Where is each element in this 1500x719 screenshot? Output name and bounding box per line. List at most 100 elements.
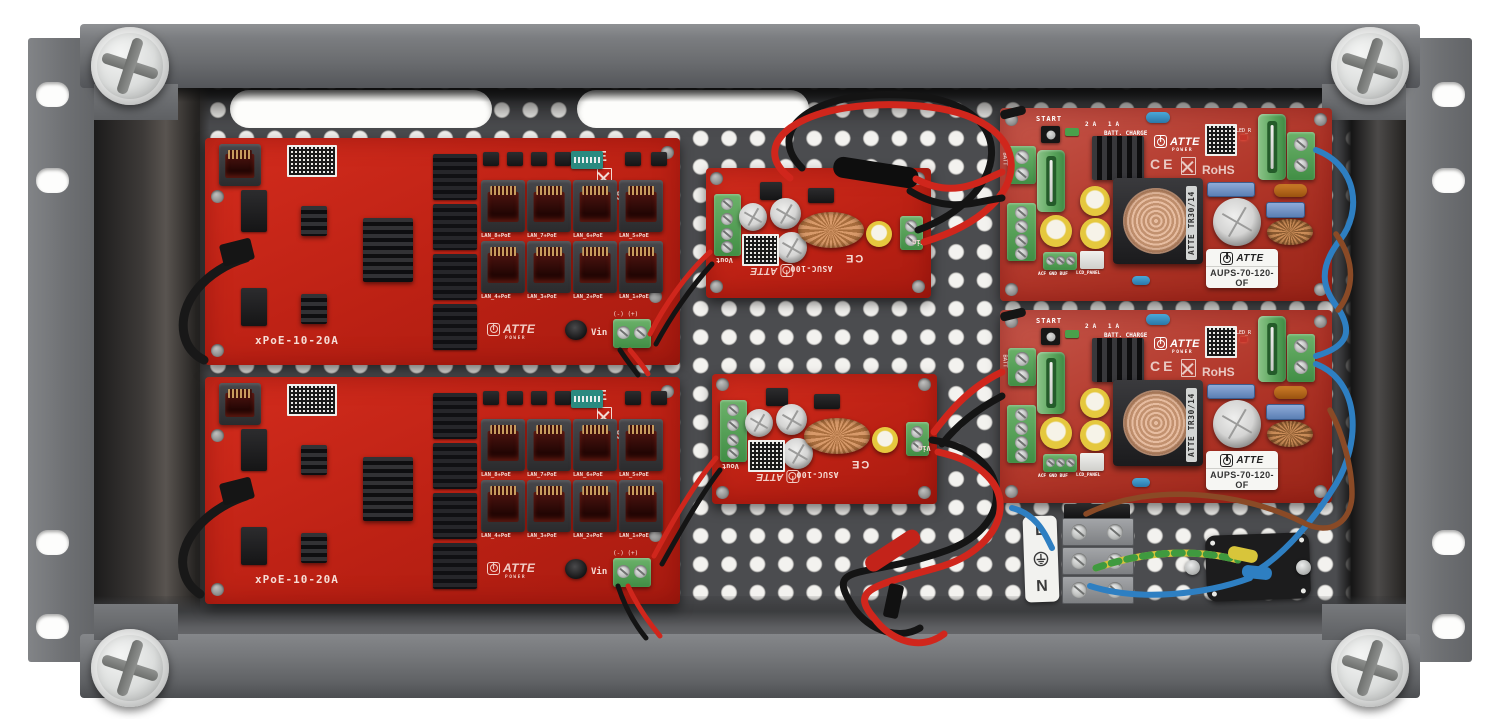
brand-wordmark: ATTE: [1236, 253, 1264, 264]
pcb-standoff: [912, 280, 925, 293]
power-icon: [487, 561, 500, 575]
pse-chip: [433, 254, 477, 300]
charge-label: BATT. CHARGE: [1104, 130, 1148, 137]
status-led: [1240, 135, 1247, 140]
lcd-panel-connector: [1080, 453, 1104, 471]
lan-magnetics: [651, 391, 667, 405]
brand-wordmark: ATTE: [503, 561, 536, 575]
plate-rivet: [1211, 591, 1218, 597]
main-heatsink: [363, 218, 413, 282]
lan-magnetics: [507, 152, 523, 166]
polarity-label: (-) (+): [613, 550, 639, 557]
terminal-screw: [1015, 150, 1029, 164]
terminal-cell-line: [1062, 518, 1134, 546]
rj45-port: [619, 419, 663, 471]
pcb-standoff: [1314, 315, 1327, 328]
main-heatsink: [363, 457, 413, 521]
terminal-screw: [1015, 234, 1028, 247]
ce-mark: CE: [1150, 358, 1176, 374]
mains-input-terminal: [1287, 334, 1315, 382]
mains-terminal-block: [1062, 504, 1134, 604]
lan-magnetics: [651, 152, 667, 166]
rj45-port: [573, 419, 617, 471]
board-model: xPoE-10-20A: [255, 334, 339, 347]
terminal-screw: [727, 434, 739, 446]
rack-ear-left: [28, 38, 98, 662]
mains-transformer: ATTE TR30/14: [1113, 380, 1203, 466]
fuse-holder: [1037, 150, 1065, 212]
brand-wordmark: ATTE: [750, 265, 778, 276]
qr-code: [748, 440, 785, 472]
terminal-screw: [1071, 524, 1087, 540]
qr-code: [1205, 124, 1237, 156]
film-capacitor-blue: [1207, 182, 1255, 197]
plate-rivet: [1210, 540, 1216, 546]
module-model: ASUC-100: [796, 470, 839, 479]
port-label: LAN_3+PoE: [527, 533, 557, 539]
port-label: LAN_7+PoE: [527, 472, 557, 478]
film-capacitor: [1080, 388, 1110, 418]
mains-transformer: ATTE TR30/14: [1113, 178, 1203, 264]
rj45-port: [481, 419, 525, 471]
brand-wordmark: ATTE: [756, 471, 784, 482]
port-label: LAN_1+PoE: [619, 294, 649, 300]
port-label: LAN_7+PoE: [527, 233, 557, 239]
film-capacitor-blue: [1207, 384, 1255, 399]
terminal-screw: [1015, 436, 1028, 449]
terminal-screw: [1294, 137, 1308, 151]
ic-chip: [241, 288, 267, 326]
ce-mark: CE: [1150, 156, 1176, 172]
cavity-wall-left: [94, 84, 210, 640]
terminal-screw: [1046, 256, 1055, 265]
lan-magnetics: [625, 391, 641, 405]
port-label: LAN_1+PoE: [619, 533, 649, 539]
thumbscrew-bottom-right: [1331, 629, 1409, 707]
acf-label: ACF GND BUF: [1038, 272, 1068, 277]
line-label: L: [1034, 521, 1046, 539]
terminal-screw: [727, 447, 739, 459]
port-label: LAN_5+PoE: [619, 233, 649, 239]
film-capacitor-blue: [1266, 202, 1305, 218]
power-icon: [786, 470, 800, 483]
power-icon: [1154, 337, 1167, 350]
ic-heatsink: [301, 294, 327, 324]
module-model: ASUC-100: [790, 264, 833, 273]
current-jumper: [1065, 330, 1079, 338]
terminal-screw: [617, 565, 630, 578]
pcb-standoff: [1005, 283, 1018, 296]
pcb-standoff: [918, 378, 931, 391]
rj45-port: [527, 241, 571, 293]
converter-ic: [808, 188, 834, 203]
terminal-screw: [1056, 256, 1065, 265]
smd-inductor: [766, 388, 788, 406]
terminal-cell-neutral: [1062, 576, 1134, 604]
output-terminal: [1007, 405, 1036, 463]
pcb-standoff: [1005, 485, 1018, 498]
brand-sub: POWER: [1172, 350, 1194, 355]
port-label: LAN_2+PoE: [573, 533, 603, 539]
toroid-inductor: [1267, 219, 1313, 245]
power-inductor: [565, 559, 587, 579]
rj45-port: [481, 241, 525, 293]
terminal-screw: [1015, 352, 1029, 366]
terminal-cell-earth: [1062, 547, 1134, 575]
pse-chip: [433, 154, 477, 200]
pse-chip: [433, 543, 477, 589]
thumbscrew-top-left: [91, 27, 169, 105]
terminal-screw: [1066, 458, 1075, 467]
ic-chip: [241, 527, 267, 565]
lcd-label: LCD_PANEL: [1076, 271, 1101, 276]
mounting-slot: [1432, 614, 1465, 639]
lcd-label: LCD_PANEL: [1076, 473, 1101, 478]
dip-switch: [571, 151, 603, 169]
dip-switch: [571, 390, 603, 408]
poe-switch-board-bottom: CE RoHS LAN_8+PoE LAN_7+PoE LAN_6+PoE LA…: [205, 377, 680, 604]
brand-wordmark: ATTE: [1170, 135, 1200, 148]
rj45-port: [619, 180, 663, 232]
led-label: LED_R: [1236, 330, 1252, 336]
film-capacitor: [1080, 420, 1111, 451]
toroid-inductor: [798, 212, 864, 248]
ic-heatsink: [301, 533, 327, 563]
qr-code: [287, 384, 337, 416]
transformer-label: ATTE TR30/14: [1186, 388, 1197, 462]
